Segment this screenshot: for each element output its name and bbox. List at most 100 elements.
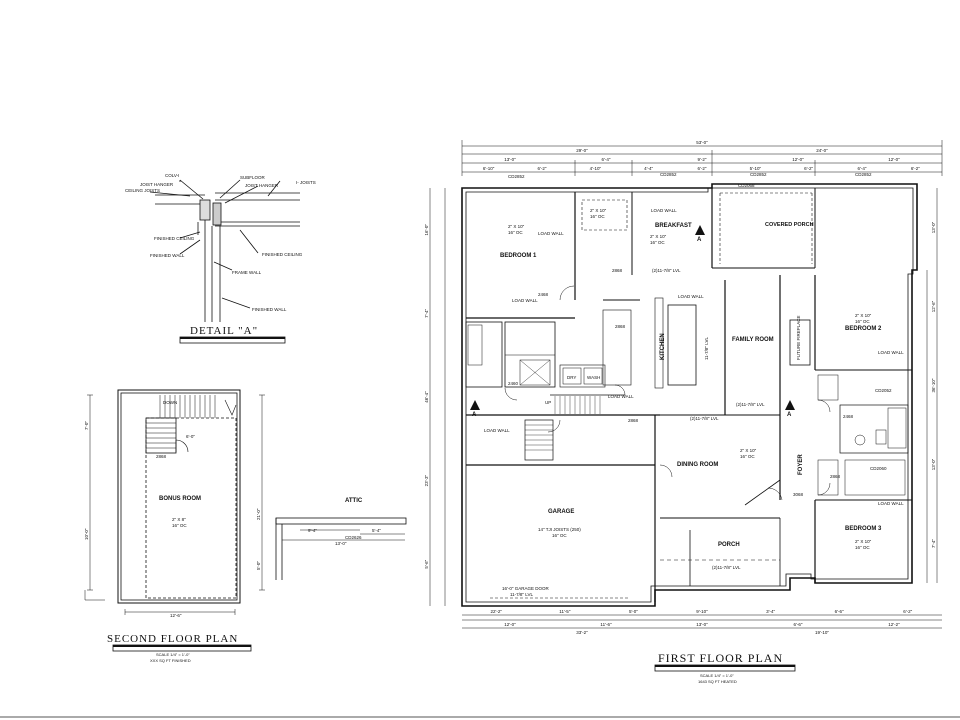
note-load-wall-5: LOAD WALL: [608, 394, 634, 399]
sf-bonus-oc: 16" OC: [172, 523, 187, 528]
dimension-label: 6'-4": [858, 166, 867, 171]
door-2868-c: 2868: [628, 418, 639, 423]
dimension-label: 46'-4": [424, 391, 429, 403]
dining-header: (2)11-7/8" LVL: [690, 416, 719, 421]
dimension-label: 12'-6": [931, 300, 936, 312]
ff-area: 1643 SQ FT HEATED: [698, 679, 737, 684]
door-2468-a: 2468: [538, 292, 549, 297]
joist-bed1: 2" X 10": [508, 224, 525, 229]
dims-top-row-2: 29'-0"24'-0": [576, 148, 828, 153]
dimension-label: 11'-5": [559, 609, 571, 614]
sf-door-2868: 2868: [156, 454, 167, 459]
garage-door-label: 16'-0" GARAGE DOOR: [502, 586, 549, 591]
first-floor-walls: [461, 183, 918, 607]
sf-area: XXX SQ FT FINISHED: [150, 658, 191, 663]
detail-a-labels: COLV-I JOIST HANGER CEILING JOISTS SUBFL…: [125, 173, 316, 344]
dimension-label: 13'-0": [931, 221, 936, 233]
dimension-label: 4'-4": [644, 166, 653, 171]
attic-dim-b: 5'-4": [372, 528, 381, 533]
joist-bed2-oc: 16" OC: [855, 319, 870, 324]
sf-scale: SCALE 1/4" = 1'-0": [156, 652, 190, 657]
dimension-label: 29'-0": [576, 148, 588, 153]
garage-door-header: 11-7/8" LVL: [510, 592, 533, 597]
detail-label-frame-wall: FRAME WALL: [232, 270, 262, 275]
dimension-label: 22'-2": [491, 609, 503, 614]
dimension-label: 23'-3": [424, 474, 429, 486]
dimension-label: 13'-0": [504, 157, 516, 162]
dimension-label: 36'-10": [931, 378, 936, 392]
detail-label-finished-ceiling-right: FINISHED CEILING: [262, 252, 303, 257]
dimension-label: 33'-2": [576, 630, 588, 635]
room-porch: PORCH: [718, 542, 740, 548]
room-dining: DINING ROOM: [677, 462, 718, 468]
dims-bottom-row-1: 22'-2"11'-5"5'-0"9'-10"3'-4"6'-6"6'-2": [491, 609, 913, 614]
room-bedroom1: BEDROOM 1: [500, 253, 537, 259]
first-floor-dimension-lines: [429, 140, 943, 629]
dims-bottom-row-3: 33'-2"19'-10": [576, 630, 829, 635]
room-covered-porch: COVERED PORCH: [765, 222, 814, 228]
detail-label-joist-hanger: JOIST HANGER: [140, 182, 174, 187]
note-load-wall-8: LOAD WALL: [878, 501, 904, 506]
room-bedroom3: BEDROOM 3: [845, 526, 882, 532]
note-load-wall-7: LOAD WALL: [878, 350, 904, 355]
dimension-label: 6'-2": [804, 166, 813, 171]
note-load-wall-6: LOAD WALL: [484, 428, 510, 433]
dimension-label: 5'-10": [750, 166, 762, 171]
dims-bottom-row-2: 12'-0"11'-6"13'-0"6'-6"12'-2": [504, 622, 900, 627]
sf-dim-right-lower: 5'-0": [256, 561, 261, 570]
attic-window: CD2626: [345, 535, 362, 540]
note-load-wall-2: LOAD WALL: [651, 208, 677, 213]
sf-down-label: DOWN: [163, 400, 177, 405]
dims-top-row-1: 53'-0": [696, 140, 708, 145]
first-floor-labels: BEDROOM 1 BREAKFAST COVERED PORCH FAMILY…: [472, 172, 904, 684]
door-2868-a: 2868: [612, 268, 623, 273]
sf-dim-right: 21'-0": [256, 508, 261, 520]
window-cd2852-b: CD2852: [660, 172, 677, 177]
joist-kitchen: 2" X 10": [650, 234, 667, 239]
dimension-label: 12'-0": [792, 157, 804, 162]
dimension-label: 4'-10": [590, 166, 602, 171]
detail-label-finished-wall-right: FINISHED WALL: [252, 307, 287, 312]
joist-bed3: 2" X 10": [855, 539, 872, 544]
joist-family: 11-7/8" LVL: [704, 337, 709, 360]
family-header: (2)11-7/8" LVL: [652, 268, 681, 273]
window-cd2852-c: CD2852: [750, 172, 767, 177]
dimension-label: 13'-0": [931, 458, 936, 470]
joist-breakfast: 2" X 10": [590, 208, 607, 213]
dimension-label: 11'-6": [600, 622, 612, 627]
door-2468-b: 2468: [843, 414, 854, 419]
room-bedroom2: BEDROOM 2: [845, 326, 882, 332]
window-cd2852-d: CD2852: [855, 172, 872, 177]
note-up: UP: [545, 400, 551, 405]
sf-dim-left-upper: 7'-0": [84, 421, 89, 430]
dims-top-row-3: 13'-0"6'-4"9'-2"12'-0"12'-0": [504, 157, 900, 162]
note-load-wall-4: LOAD WALL: [678, 294, 704, 299]
room-foyer: FOYER: [798, 454, 804, 475]
dimension-label: 9'-10": [696, 609, 708, 614]
dimension-label: 9'-2": [698, 157, 707, 162]
joist-dining: 2" X 10": [740, 448, 757, 453]
joist-kitchen-oc: 16" OC: [650, 240, 665, 245]
section-marker-a3: A: [472, 412, 477, 418]
detail-label-finished-wall-left: FINISHED WALL: [150, 253, 185, 258]
dimension-label: 6'-2": [911, 166, 920, 171]
door-3068: 3068: [793, 492, 804, 497]
dimension-label: 6'-2": [903, 609, 912, 614]
dims-right: 13'-0"12'-6"36'-10"13'-0"7'-4": [931, 221, 936, 548]
second-floor-title: SECOND FLOOR PLAN: [107, 633, 238, 645]
door-2868-d: 2868: [830, 474, 841, 479]
window-cd2852-a: CD2852: [508, 174, 525, 179]
joist-garage: 14" TJI JOISTS (250): [538, 527, 581, 532]
dimension-label: 16'-0": [424, 224, 429, 236]
joist-bed2: 2" X 10": [855, 313, 872, 318]
dimension-label: 6'-6": [835, 609, 844, 614]
joist-breakfast-oc: 16" OC: [590, 214, 605, 219]
attic-dim-total: 13'-0": [335, 541, 347, 546]
sf-bonus-room: BONUS ROOM: [159, 496, 201, 502]
dimension-label: 6'-6": [794, 622, 803, 627]
room-kitchen: KITCHEN: [660, 333, 666, 360]
joist-bed1-oc: 16" OC: [508, 230, 523, 235]
room-future-fireplace: FUTURE FIREPLACE: [796, 315, 801, 360]
dimension-label: 6'-10": [483, 166, 495, 171]
